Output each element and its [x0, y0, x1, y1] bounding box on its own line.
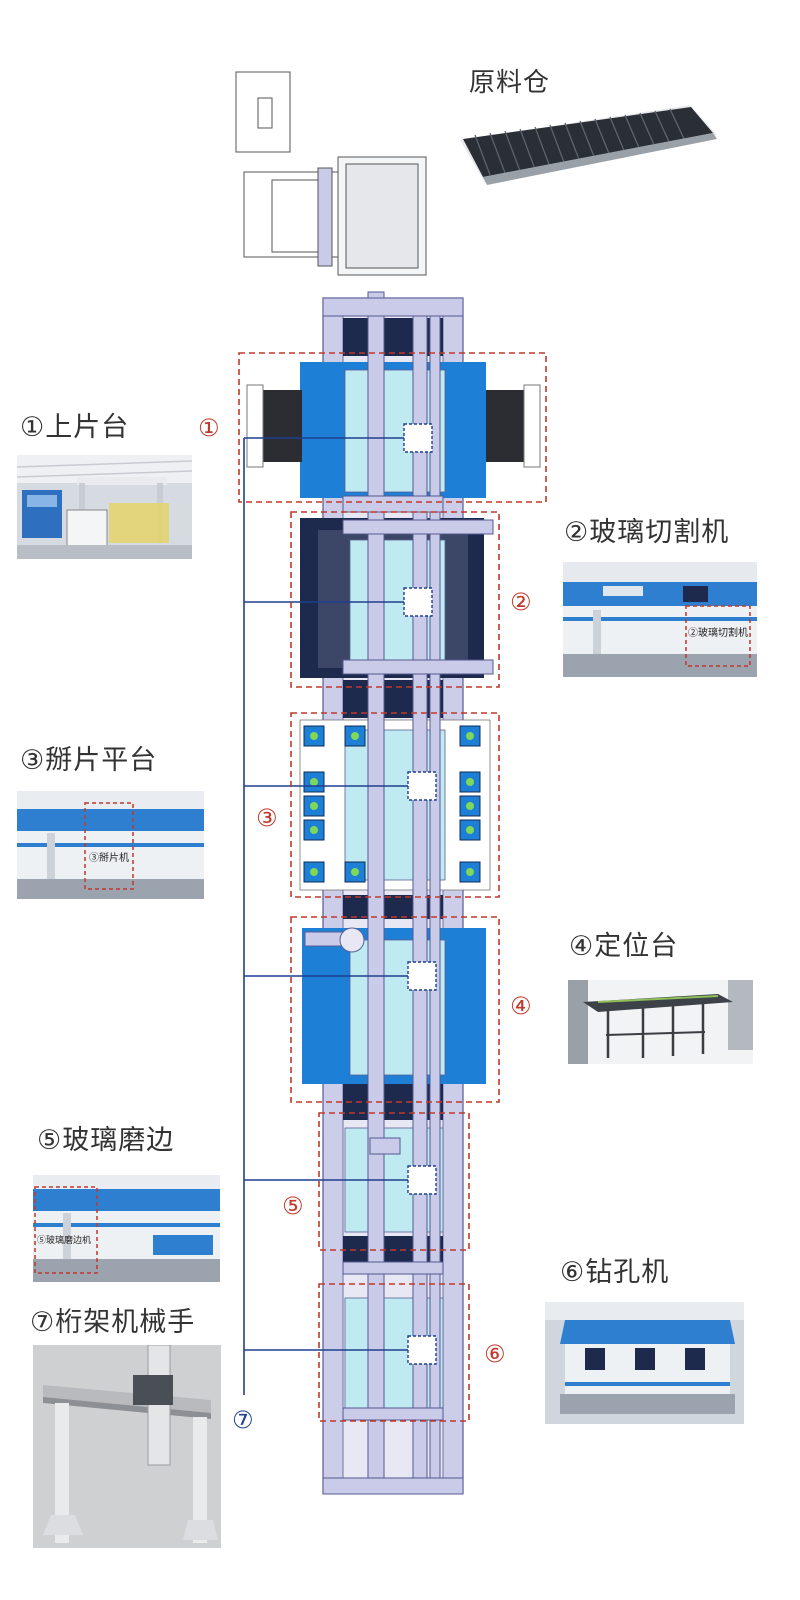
- station-7-marker: ⑦: [232, 1406, 254, 1434]
- robot-connector-lines: [243, 437, 408, 1395]
- station-3-photo-caption: ③掰片机: [89, 853, 129, 864]
- station-1-marker: ①: [198, 414, 220, 442]
- raw-material-bin-label: 原料仓: [469, 68, 551, 98]
- station-4-photo: [568, 980, 753, 1064]
- raw-material-bin-image: [455, 95, 725, 190]
- station-5-outline: [318, 1112, 470, 1251]
- station-2-outline: [290, 511, 500, 688]
- station-5-photo-caption: ⑤玻璃磨边机: [37, 1236, 92, 1246]
- station-1-module: [246, 362, 541, 498]
- station-3-marker: ③: [256, 804, 278, 832]
- station-1-photo: [17, 455, 192, 559]
- station-7-photo: [33, 1345, 221, 1548]
- station-6-label: ⑥钻孔机: [560, 1257, 670, 1288]
- station-outlines: [238, 352, 547, 1422]
- station-2-label: ②玻璃切割机: [564, 517, 730, 548]
- station-1-outline: [238, 352, 547, 503]
- station-2-module: [300, 518, 484, 678]
- station-6-photo: [545, 1302, 744, 1424]
- station-5-marker: ⑤: [282, 1192, 304, 1220]
- station-6-marker: ⑥: [484, 1340, 506, 1368]
- station-5-label: ⑤玻璃磨边: [37, 1125, 175, 1156]
- station-3-label: ③掰片平台: [20, 745, 158, 776]
- station-2-marker: ②: [510, 588, 532, 616]
- station-4-marker: ④: [510, 992, 532, 1020]
- station-4-label: ④定位台: [569, 931, 679, 962]
- station-7-label: ⑦桁架机械手: [30, 1307, 196, 1338]
- station-3-outline: [290, 712, 500, 898]
- station-3-photo: ③掰片机: [17, 791, 204, 899]
- station-5-photo: ⑤玻璃磨边机: [33, 1175, 220, 1282]
- station-6-outline: [318, 1283, 470, 1422]
- station-4-outline: [290, 916, 500, 1103]
- loading-rack-outline: [235, 71, 427, 276]
- station-1-label: ①上片台: [20, 412, 130, 443]
- station-2-photo-caption: ②玻璃切割机: [688, 628, 748, 639]
- cross-beams: [322, 297, 494, 1495]
- gripper-markers: [403, 423, 437, 1365]
- station-3-module: [299, 719, 491, 891]
- station-2-photo: ②玻璃切割机: [563, 562, 757, 677]
- station-4-module: [302, 927, 486, 1084]
